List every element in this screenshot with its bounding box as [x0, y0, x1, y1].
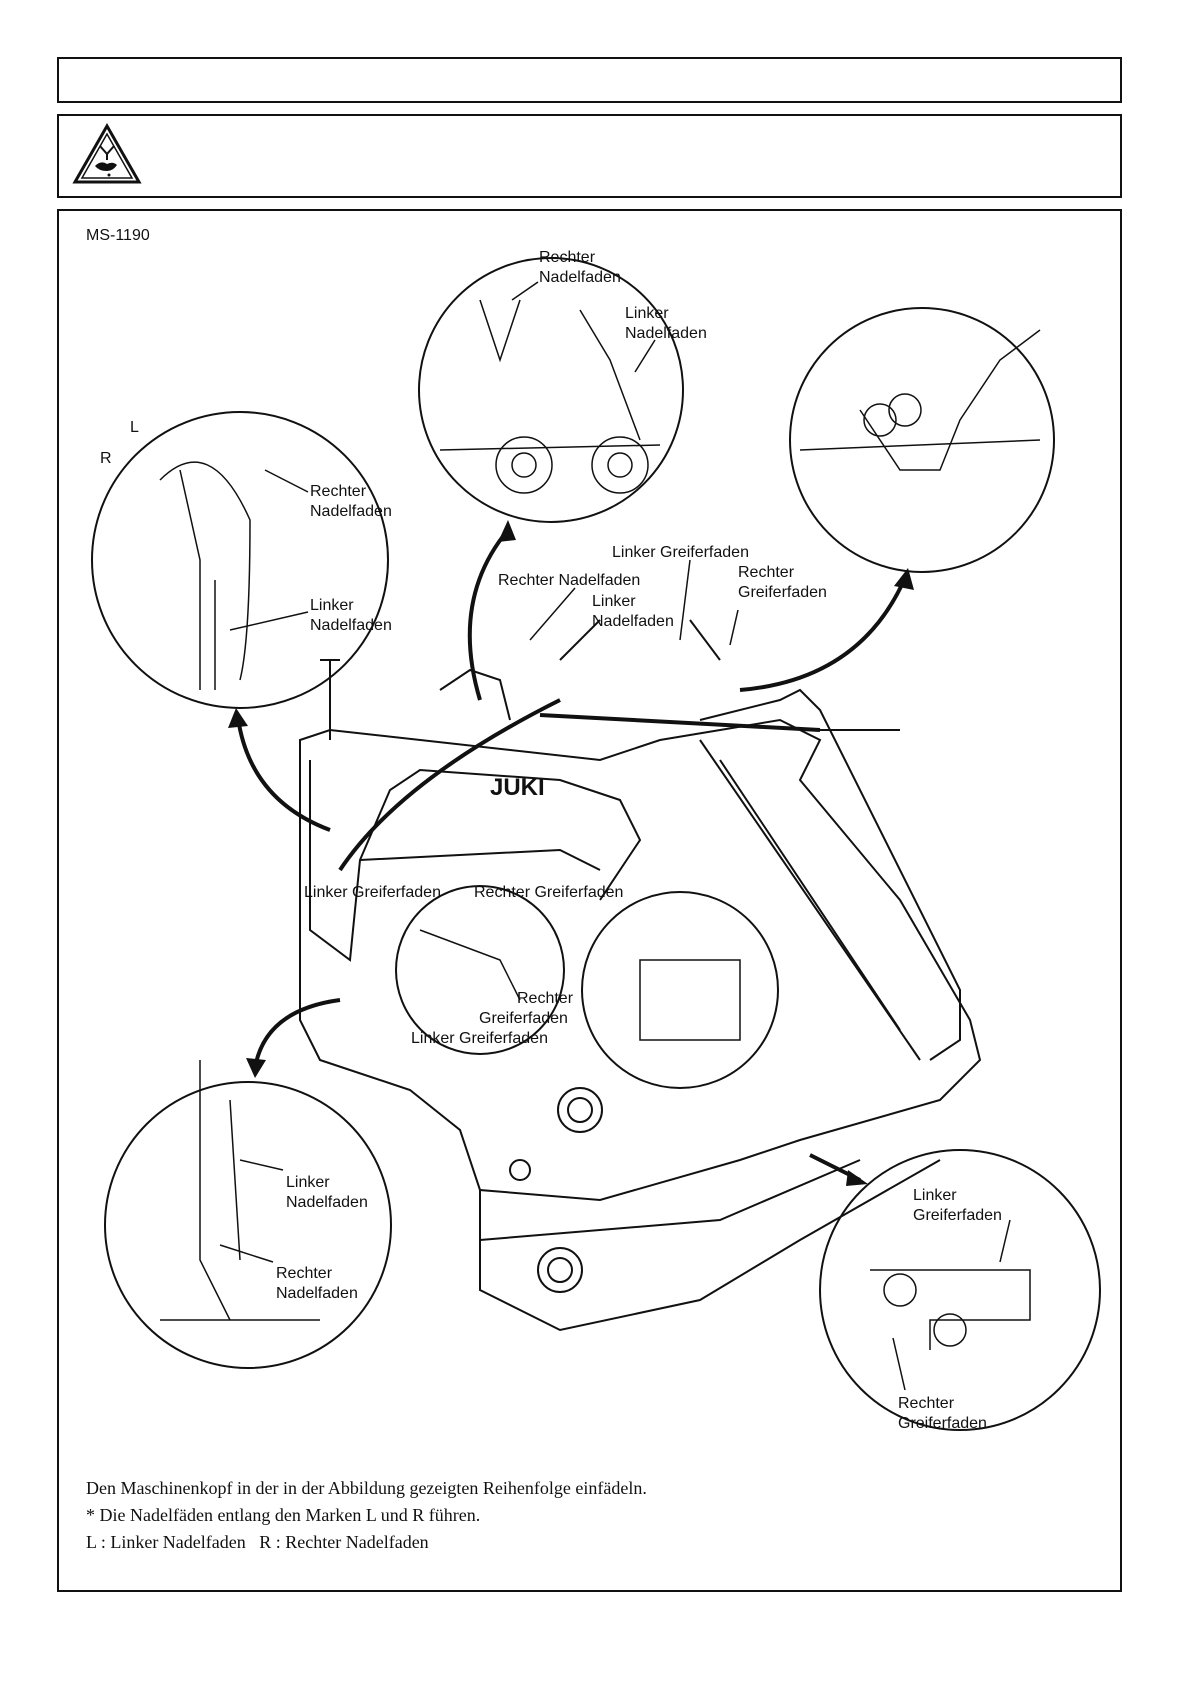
label-arm-right-looper: Rechter Greiferfaden [474, 884, 623, 901]
label-top-left-needle-1: Linker [625, 305, 669, 322]
label-inset-left-looper: Linker Greiferfaden [411, 1030, 548, 1047]
label-left-right-needle-1: Rechter [310, 483, 367, 500]
label-br-left-looper-2: Greiferfaden [913, 1207, 1002, 1224]
label-br-right-looper-2: Greiferfaden [898, 1415, 987, 1432]
figure-box [57, 209, 1122, 1592]
label-bottom-left-needle-1: Linker [286, 1174, 330, 1191]
caption-line-1: Den Maschinenkopf in der in der Abbildun… [86, 1478, 647, 1498]
label-left-left-needle-1: Linker [310, 597, 354, 614]
label-bottom-right-needle-1: Rechter [276, 1265, 333, 1282]
model-label: MS-1190 [86, 227, 150, 244]
warning-box [57, 114, 1122, 198]
mark-r: R [100, 450, 112, 467]
hand-crush-warning-icon [72, 122, 142, 184]
inset-needle-bar-left [91, 411, 389, 709]
label-br-left-looper-1: Linker [913, 1187, 957, 1204]
label-bottom-left-needle-2: Nadelfaden [286, 1194, 368, 1211]
caption-line-2: * Die Nadelfäden entlang den Marken L un… [86, 1505, 481, 1525]
label-mid-right-looper-1: Rechter [738, 564, 795, 581]
inset-tension-top-right [789, 307, 1055, 573]
label-left-right-needle-2: Nadelfaden [310, 503, 392, 520]
label-mid-left-needle-1: Linker [592, 593, 636, 610]
label-mid-left-looper: Linker Greiferfaden [612, 544, 749, 561]
title-box [57, 57, 1122, 103]
inset-looper-center [395, 885, 565, 1055]
mark-l: L [130, 419, 139, 436]
label-top-right-needle-2: Nadelfaden [539, 269, 621, 286]
inset-looper-bottom-right [819, 1149, 1101, 1431]
label-mid-right-needle: Rechter Nadelfaden [498, 572, 640, 589]
inset-thread-guide-top [418, 257, 684, 523]
brand-logo: JUKI [490, 774, 545, 801]
machine-head-illustration [299, 619, 982, 1332]
label-top-right-needle-1: Rechter [539, 249, 596, 266]
label-top-left-needle-2: Nadelfaden [625, 325, 707, 342]
label-arm-left-looper: Linker Greiferfaden [304, 884, 441, 901]
label-left-left-needle-2: Nadelfaden [310, 617, 392, 634]
label-mid-left-needle-2: Nadelfaden [592, 613, 674, 630]
inset-looper-right [581, 891, 779, 1089]
label-inset-right-looper-2: Greiferfaden [479, 1010, 568, 1027]
label-inset-right-looper-1: Rechter [517, 990, 574, 1007]
label-br-right-looper-1: Rechter [898, 1395, 955, 1412]
label-mid-right-looper-2: Greiferfaden [738, 584, 827, 601]
caption-line-3: L : Linker Nadelfaden R : Rechter Nadelf… [86, 1532, 429, 1552]
inset-presser-foot [104, 1081, 392, 1369]
label-bottom-right-needle-2: Nadelfaden [276, 1285, 358, 1302]
